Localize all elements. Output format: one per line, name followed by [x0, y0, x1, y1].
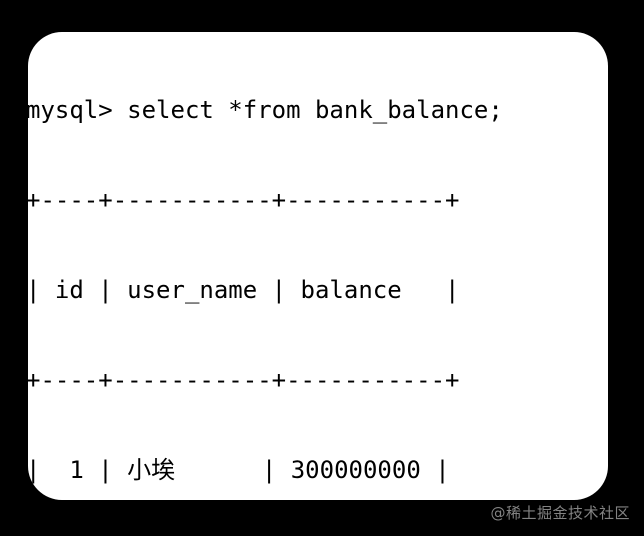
terminal-line: | id | user_name | balance | — [28, 276, 460, 304]
watermark: @稀土掘金技术社区 — [490, 504, 630, 522]
terminal-line: | 1 | 小埃 | 300000000 | — [28, 456, 450, 484]
terminal-output[interactable]: mysql> select *from bank_balance; +----+… — [28, 35, 608, 500]
terminal-line: mysql> select *from bank_balance; — [28, 96, 503, 124]
terminal-line: +----+-----------+-----------+ — [28, 186, 460, 214]
terminal-line: +----+-----------+-----------+ — [28, 366, 460, 394]
terminal-panel[interactable]: mysql> select *from bank_balance; +----+… — [28, 32, 608, 500]
